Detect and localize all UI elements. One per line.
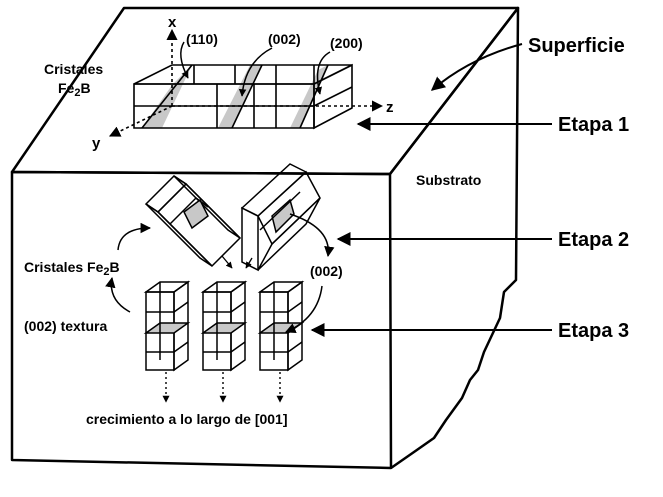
plane-002-label: (002) <box>268 31 301 47</box>
substrate-side-face <box>389 6 520 470</box>
plane-002-shade <box>218 65 262 128</box>
growth-direction-arrows <box>162 372 284 403</box>
substrate-block <box>10 6 520 470</box>
plane-arrows <box>180 41 331 97</box>
cristales-mid-label: Cristales Fe2B <box>24 259 120 278</box>
plane-002-mid-label: (002) <box>310 263 343 279</box>
etapa-2-label: Etapa 2 <box>558 229 629 251</box>
cristales-top-line2: Fe2B <box>58 80 91 99</box>
growth-arrows-small <box>221 255 253 269</box>
etapa-3-label: Etapa 3 <box>558 320 629 342</box>
axes <box>108 28 384 137</box>
crecimiento-label: crecimiento a lo largo de [001] <box>86 411 288 427</box>
superficie-label: Superficie <box>528 35 625 57</box>
textura-label: (002) textura <box>24 318 107 334</box>
z-axis-label: z <box>386 99 394 116</box>
superficie-arrow <box>430 43 523 91</box>
substrato-label: Substrato <box>416 172 481 188</box>
curved-arrows <box>105 213 335 334</box>
etapa-1-label: Etapa 1 <box>558 114 629 136</box>
plane-200-label: (200) <box>330 35 363 51</box>
vertical-crystals <box>143 280 305 372</box>
surface-crystal-row <box>133 63 353 130</box>
cristales-top-line1: Cristales <box>44 61 103 77</box>
tilted-crystal-right <box>240 163 321 272</box>
y-axis-label: y <box>92 135 101 152</box>
plane-200-shade <box>290 65 328 128</box>
pointer-arrows <box>310 43 552 337</box>
x-axis-label: x <box>168 14 177 31</box>
plane-110-label: (110) <box>186 31 218 47</box>
tilted-crystal-left <box>144 175 242 268</box>
